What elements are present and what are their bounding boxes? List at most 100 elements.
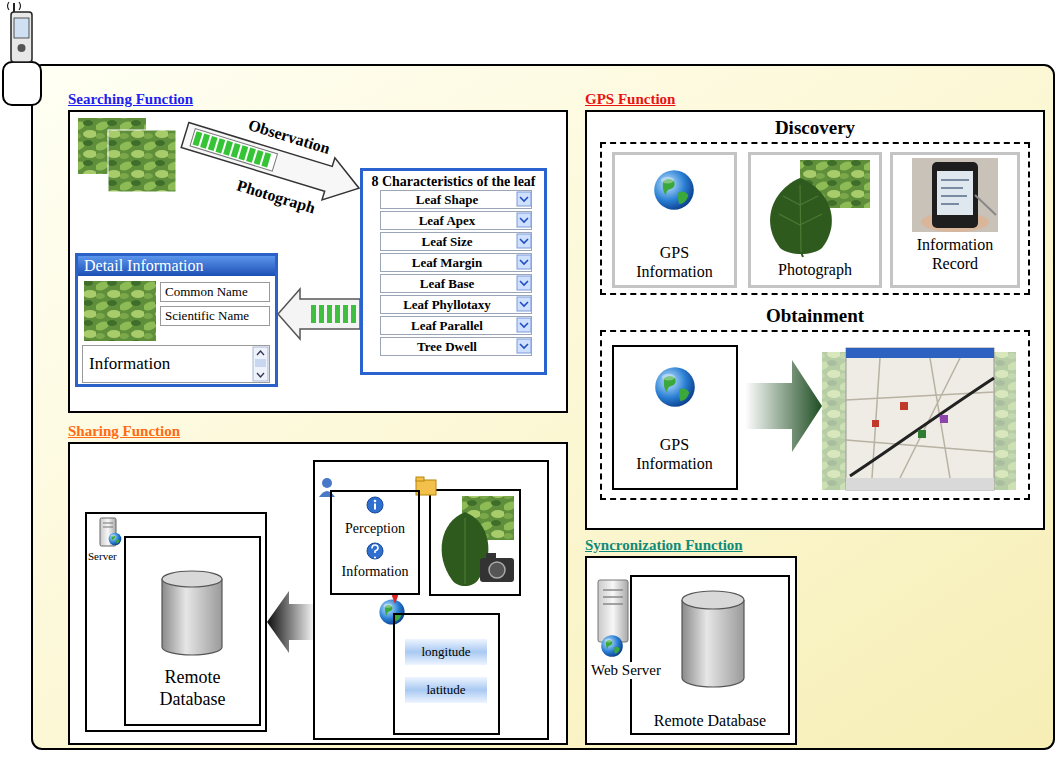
box-fill [68, 442, 568, 745]
box-fill [585, 110, 1045, 530]
database-cylinder [162, 571, 222, 655]
upload-group: PerceptionInformationlongitudelatitude [313, 460, 549, 740]
database-cylinder [682, 591, 744, 609]
box-fill [360, 168, 547, 375]
photo-frame [480, 558, 514, 582]
progress-bar [335, 305, 340, 323]
map-screenshot [846, 348, 994, 490]
function-heading: Sharing Function [68, 422, 368, 440]
photo-frame [430, 490, 520, 595]
node-text: Obtainment [602, 305, 1028, 327]
node-text: Information Record [905, 235, 1005, 273]
box-fill [160, 282, 270, 302]
question-icon [367, 543, 383, 559]
scrollbar [257, 351, 264, 355]
dashed-group: ObtainmentGPS Information [600, 330, 1030, 500]
dropdown-buttons [517, 339, 531, 353]
scrollbar [253, 347, 268, 381]
box-fill [85, 512, 267, 732]
map-screenshot [900, 402, 908, 410]
dropdown-chevrons [520, 260, 528, 264]
observation-arrow [200, 134, 210, 149]
function-panel: Syncronization FunctionRemote Database [585, 556, 797, 745]
box-fill [380, 295, 532, 314]
map-screenshot [846, 358, 994, 478]
box-fill [748, 152, 882, 288]
box-fill [330, 490, 420, 595]
dropdown-chevrons [520, 197, 528, 201]
info-icon [367, 497, 383, 513]
phone-photo [937, 171, 973, 215]
node-text: longitude [405, 639, 487, 665]
progress-bar [343, 305, 348, 323]
feature-box: GPS Information [612, 345, 738, 490]
node-text: Perception [332, 520, 418, 537]
box-fill [585, 556, 797, 745]
function-panel: GPS FunctionDiscoveryGPS InformationPhot… [585, 110, 1045, 530]
progress-bar [319, 305, 324, 323]
function-heading: GPS Function [585, 90, 885, 108]
progress-bar [327, 305, 332, 323]
dropdown-buttons [517, 192, 531, 353]
node-text: Tree Dwell [381, 338, 513, 355]
box-fill [380, 253, 532, 272]
box-fill [68, 110, 568, 413]
web-server-icon [601, 635, 623, 657]
dropdown-chevrons [520, 197, 528, 348]
phone-icon [8, 2, 21, 10]
database-cylinder [682, 591, 744, 687]
dropdown-buttons [517, 192, 531, 206]
map-screenshot [846, 348, 994, 358]
box-fill [630, 575, 790, 735]
node-text: Leaf Base [381, 275, 513, 292]
phone-icon [3, 2, 41, 105]
dropdown-chevrons [520, 281, 528, 285]
phone-photo [932, 162, 978, 228]
map-screenshot [918, 430, 926, 438]
observation-arrow [223, 141, 233, 156]
web-server-icon [603, 590, 623, 604]
box-fill [890, 152, 1020, 288]
label-layer: ObservationPhotographWeb Server [0, 0, 84, 18]
leaf-picture [770, 160, 870, 257]
coordinate-bar: longitude [405, 639, 487, 665]
map-screenshot [940, 415, 948, 423]
text-area: Information [82, 345, 270, 383]
server-box: ServerRemote Database [85, 512, 267, 732]
node-text: Common Name [165, 283, 267, 301]
box-fill [313, 460, 549, 740]
box-fill [75, 253, 278, 387]
node-text: Discovery [602, 117, 1028, 139]
map-screenshot [850, 378, 994, 476]
box-fill [612, 345, 738, 490]
node-text: Leaf Parallel [381, 317, 513, 334]
dropdown-buttons [517, 318, 531, 332]
observation-arrow [231, 143, 241, 158]
dropdown-buttons [517, 255, 531, 269]
box-fills [68, 110, 1045, 745]
database-cylinder [162, 571, 222, 587]
observation-arrow [238, 145, 248, 160]
photo-frame [489, 562, 505, 578]
database-box: Remote Database [124, 536, 261, 726]
block-arrow-body [278, 289, 360, 339]
dropdown-chevrons [520, 302, 528, 306]
node-text: GPS Information [627, 243, 722, 281]
box-fill [380, 211, 532, 230]
database-cylinder [682, 600, 744, 687]
observation-arrow [254, 150, 264, 165]
folder-icon [416, 477, 424, 481]
photo-frame [430, 490, 520, 595]
dropdown-chevrons [520, 239, 528, 243]
phone-icon [13, 3, 15, 12]
block-arrow [278, 289, 360, 339]
node-text: Information [89, 354, 249, 374]
progress-bar [351, 305, 356, 323]
text-field: Scientific Name [160, 306, 270, 326]
database-cylinder [162, 579, 222, 655]
dropdown-field: Tree Dwell [380, 337, 532, 356]
server-icon [100, 518, 121, 546]
text-field: Common Name [160, 282, 270, 302]
box-fill [393, 613, 500, 735]
